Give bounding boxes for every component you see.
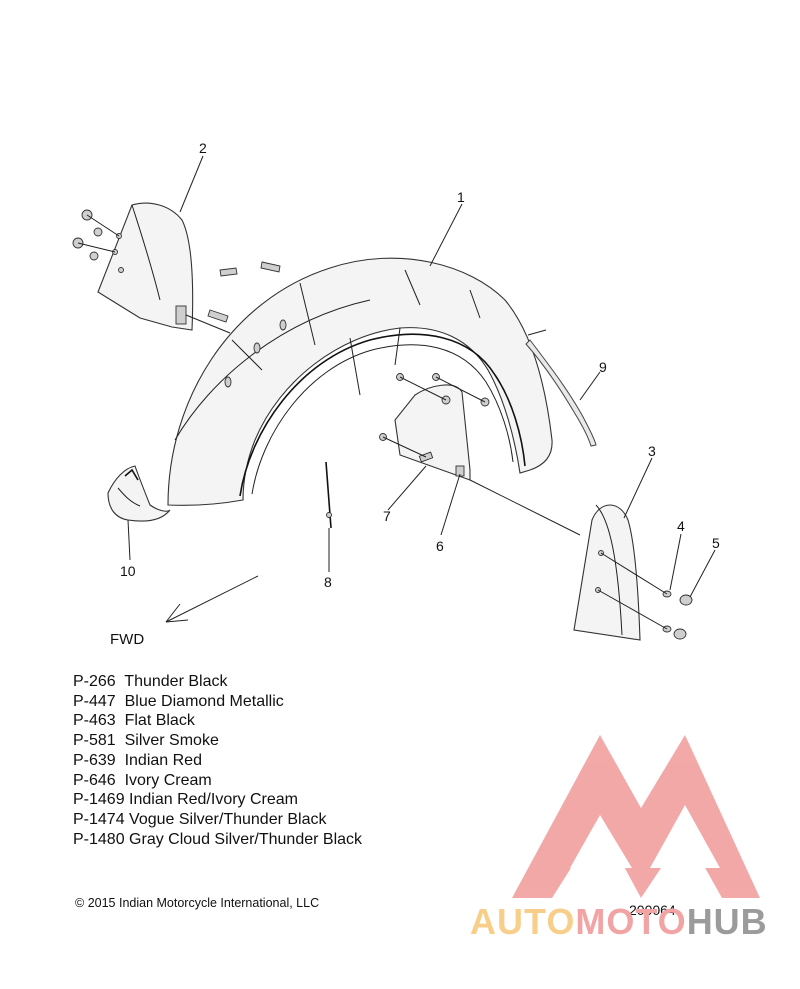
callout-4: 4 xyxy=(677,518,685,534)
watermark-triangle-inner xyxy=(570,805,720,868)
forward-arrow xyxy=(165,575,259,623)
fender-rim-stripe xyxy=(239,333,526,497)
leader-lines xyxy=(127,155,716,598)
legend-item: P-581 Silver Smoke xyxy=(73,732,219,750)
wiring-rod xyxy=(325,461,332,529)
legend-item: P-1480 Gray Cloud Silver/Thunder Black xyxy=(73,830,363,848)
callout-7: 7 xyxy=(383,508,391,524)
legend-item: P-646 Ivory Cream xyxy=(73,771,212,789)
watermark-wordmark: AUTOMOTOHUB xyxy=(470,901,768,943)
legend-item: P-639 Indian Red xyxy=(73,751,202,769)
side-cover-left xyxy=(72,202,281,334)
fender-tip-light xyxy=(107,465,171,522)
side-cover-right xyxy=(469,479,693,641)
rear-fender xyxy=(167,257,553,506)
callout-8: 8 xyxy=(324,574,332,590)
fender-body xyxy=(167,257,553,506)
watermark-hub: HUB xyxy=(686,901,768,942)
callout-5: 5 xyxy=(712,535,720,551)
callout-6: 6 xyxy=(436,538,444,554)
watermark-auto: AUTO xyxy=(470,901,576,942)
copyright-symbol: © xyxy=(75,896,85,910)
callout-2: 2 xyxy=(199,140,207,156)
callout-9: 9 xyxy=(599,359,607,375)
watermark-logo xyxy=(512,735,760,898)
legend-item: P-447 Blue Diamond Metallic xyxy=(73,692,284,710)
copyright-text: 2015 Indian Motorcycle International, LL… xyxy=(87,896,320,910)
fwd-label: FWD xyxy=(110,631,144,648)
callout-3: 3 xyxy=(648,443,656,459)
watermark-triangle-outer xyxy=(512,735,760,898)
trim-strip xyxy=(525,329,597,447)
callout-1: 1 xyxy=(457,189,465,205)
watermark-moto: MOTO xyxy=(575,901,687,942)
legend-item: P-1469 Indian Red/Ivory Cream xyxy=(73,791,298,809)
drawing-number: 200064 xyxy=(629,902,676,918)
copyright-notice: © 2015 Indian Motorcycle International, … xyxy=(75,896,319,910)
legend-item: P-266 Thunder Black xyxy=(73,673,228,690)
callout-10: 10 xyxy=(120,563,136,579)
paint-code-legend: P-266 Thunder Black P-447 Blue Diamond M… xyxy=(73,672,362,849)
legend-item: P-463 Flat Black xyxy=(73,712,195,730)
fender-strut-plate xyxy=(379,373,490,481)
legend-item: P-1474 Vogue Silver/Thunder Black xyxy=(73,810,327,828)
